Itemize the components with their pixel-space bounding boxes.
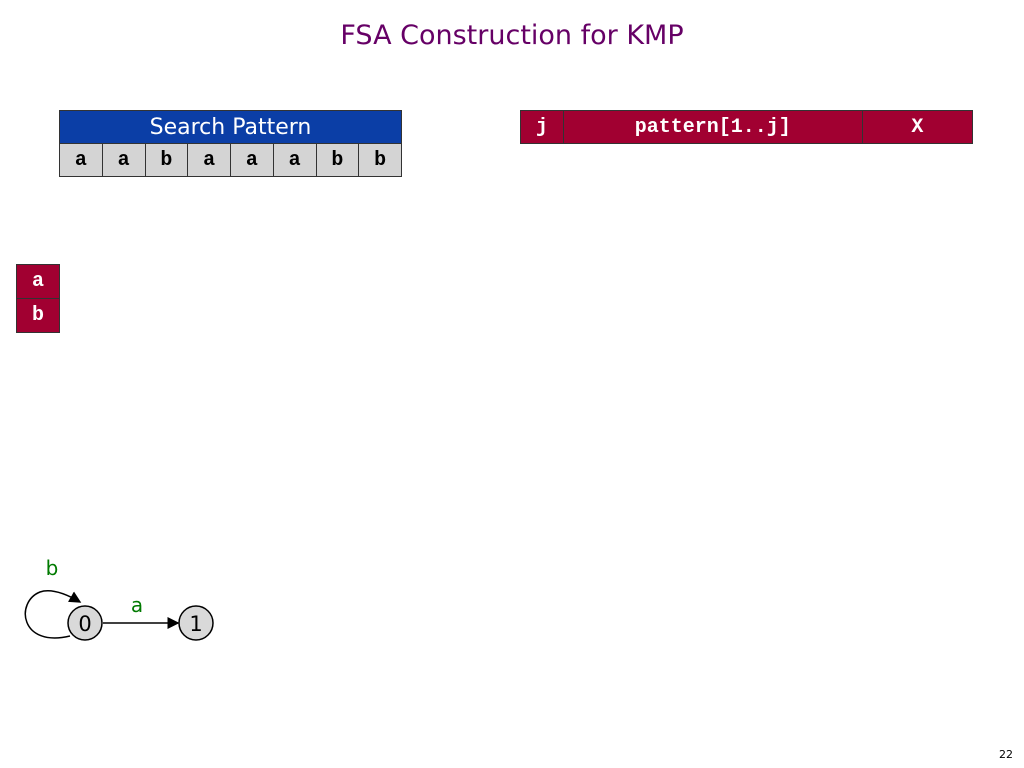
state-1-circle — [178, 605, 214, 641]
pattern-char: a — [59, 143, 103, 177]
search-pattern-table: Search Pattern a a b a a a b b — [59, 110, 402, 177]
state-0-label: 0 — [78, 612, 91, 636]
pattern-char: a — [272, 143, 317, 177]
self-loop-label: b — [46, 556, 59, 580]
self-loop-edge — [24, 590, 82, 639]
alphabet-char-b: b — [16, 298, 60, 333]
pattern-char: b — [144, 143, 189, 177]
transition-label: a — [131, 593, 143, 617]
slide-title: FSA Construction for KMP — [340, 20, 684, 51]
search-pattern-header: Search Pattern — [59, 110, 402, 144]
alphabet-table: a b — [16, 264, 60, 333]
pattern-char: b — [358, 143, 402, 177]
kmp-header-x: X — [861, 110, 974, 144]
pattern-char: a — [101, 143, 146, 177]
pattern-char: a — [230, 143, 274, 177]
pattern-char: b — [315, 143, 360, 177]
kmp-header-j: j — [520, 110, 564, 144]
alphabet-char-a: a — [16, 264, 60, 299]
kmp-header-pattern: pattern[1..j] — [562, 110, 863, 144]
kmp-header-table: j pattern[1..j] X — [520, 110, 974, 144]
page-number: 22 — [999, 748, 1013, 761]
state-1-label: 1 — [189, 612, 202, 636]
pattern-char: a — [187, 143, 231, 177]
state-0-circle — [67, 605, 103, 641]
fsa-diagram: b a 0 1 — [24, 556, 214, 641]
